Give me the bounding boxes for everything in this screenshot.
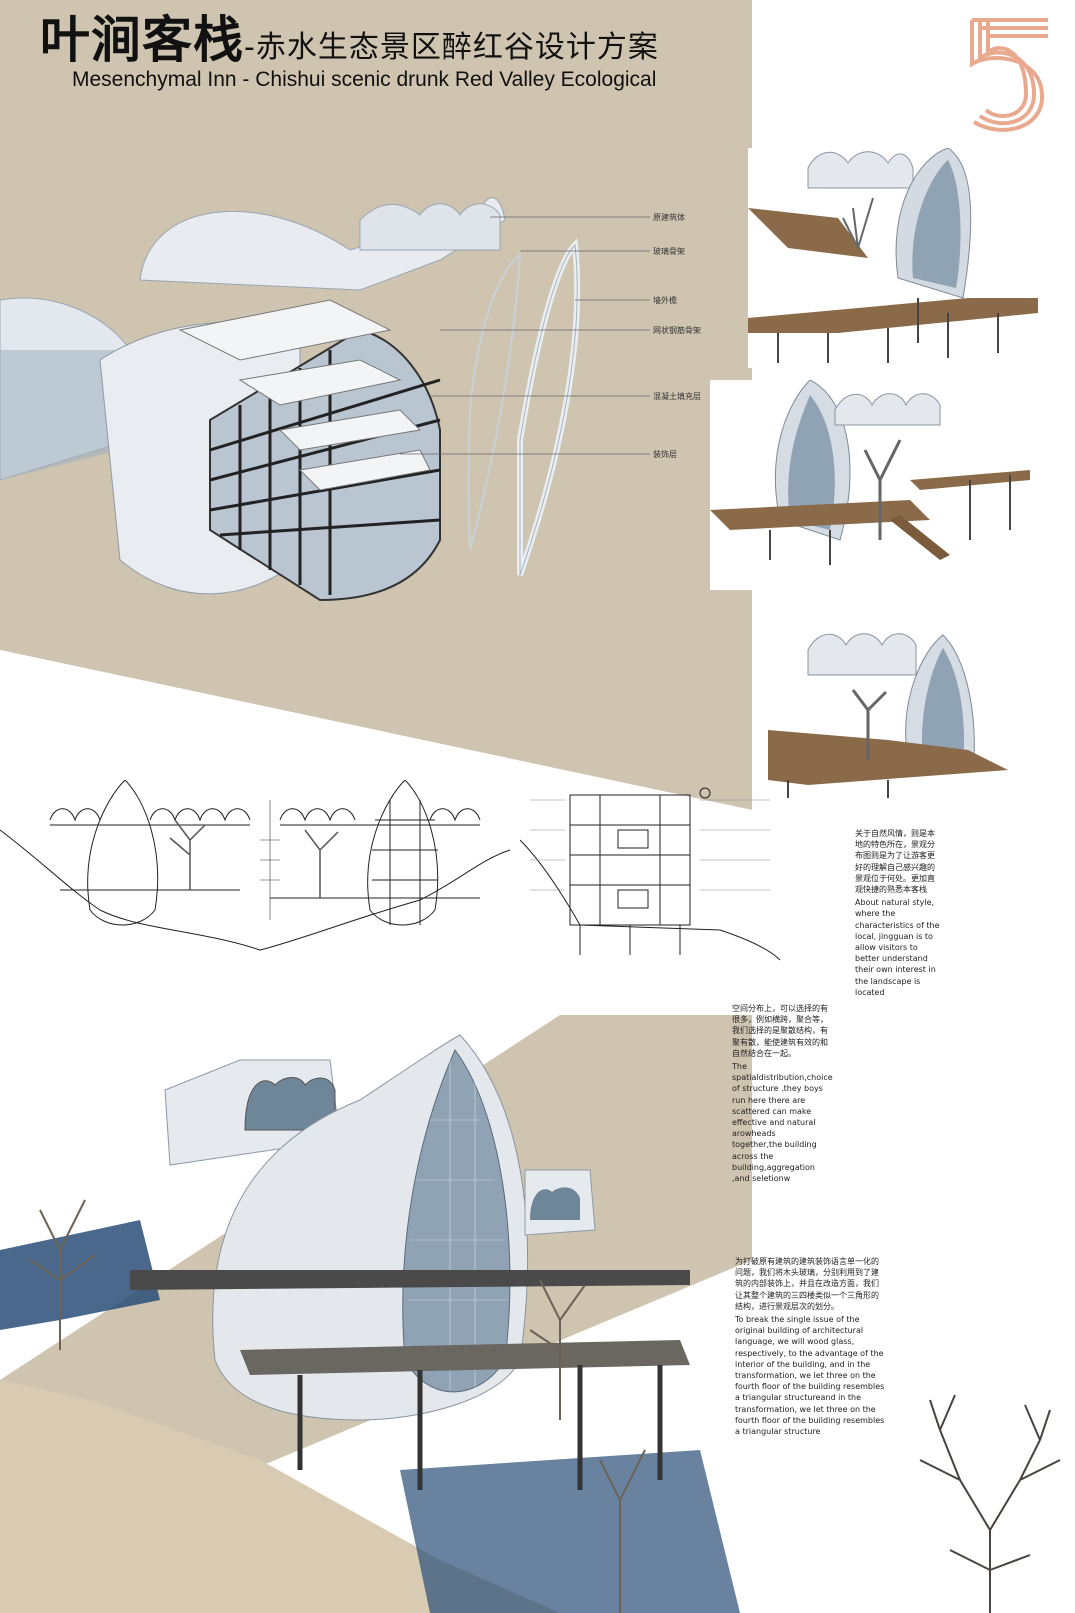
exploded-axonometric-drawing — [0, 197, 650, 602]
title-english: Mesenchymal Inn - Chishui scenic drunk R… — [72, 68, 657, 91]
section-drawing-left — [0, 780, 511, 951]
paragraph-spatial-distribution-en: The spatialdistribution,choice of struct… — [732, 1062, 833, 1184]
paragraph-natural-style-en: About natural style, where the character… — [855, 898, 940, 997]
title-main: 叶涧客栈 — [40, 11, 244, 69]
callout-original-building: 原建筑体 — [653, 213, 685, 222]
render-view-1 — [748, 148, 1048, 368]
main-render — [0, 1034, 740, 1613]
callout-outer-eave: 墙外檐 — [653, 296, 677, 305]
paragraph-spatial-distribution: 空间分布上，可以选择的有很多，例如横跨，聚合等，我们选择的是聚散结构，有聚有散，… — [732, 1003, 833, 1184]
render-view-3 — [768, 630, 1028, 800]
callout-decoration-layer: 装饰层 — [653, 450, 677, 459]
paragraph-spatial-distribution-cn: 空间分布上，可以选择的有很多，例如横跨，聚合等，我们选择的是聚散结构，有聚有散，… — [732, 1004, 828, 1058]
page-title: 叶涧客栈-赤水生态景区醉红谷设计方案 — [40, 14, 659, 74]
page-number-graphic — [970, 18, 1048, 132]
section-drawing-right — [520, 787, 781, 961]
white-wedge — [0, 650, 752, 1015]
callout-glass-frame: 玻璃骨架 — [653, 247, 685, 256]
interior-floors — [178, 299, 431, 491]
paragraph-architectural-language-en: To break the single issue of the origina… — [735, 1315, 885, 1437]
paragraph-architectural-language-cn: 为打破原有建筑的建筑装饰语言单一化的问题，我们将木头玻璃，分别利用到了建筑的内部… — [735, 1257, 879, 1311]
title-subtitle: -赤水生态景区醉红谷设计方案 — [244, 30, 659, 65]
tree-illustration — [919, 1394, 1061, 1613]
paragraph-architectural-language: 为打破原有建筑的建筑装饰语言单一化的问题，我们将木头玻璃，分别利用到了建筑的内部… — [735, 1256, 885, 1437]
paragraph-natural-style-cn: 关于自然风情，则是本地的特色所在，景观分布图则是为了让游客更好的理解自己感兴趣的… — [855, 829, 935, 895]
render-view-2 — [710, 380, 1050, 590]
paragraph-natural-style: 关于自然风情，则是本地的特色所在，景观分布图则是为了让游客更好的理解自己感兴趣的… — [855, 828, 941, 998]
callout-steel-mesh: 网状钢筋骨架 — [653, 326, 701, 335]
callout-concrete-fill: 混凝土填充层 — [653, 392, 701, 401]
